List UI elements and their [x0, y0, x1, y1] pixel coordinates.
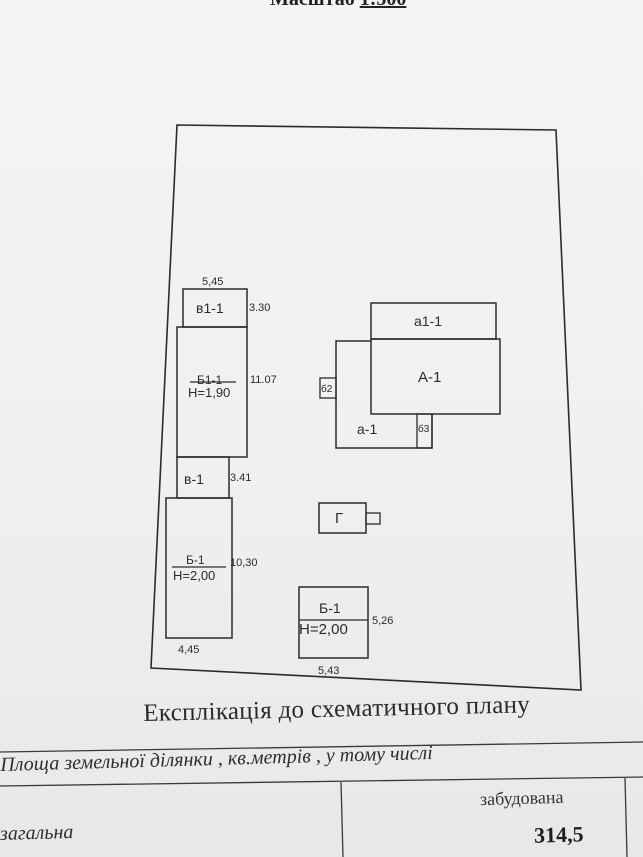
label-B-1-height: Н=2,00: [299, 621, 348, 638]
scale-caption: Масштаб 1:500: [270, 0, 406, 11]
dim-B-width: 5,43: [318, 665, 339, 677]
label-a1-1: а1-1: [414, 313, 442, 329]
table-mid-rule: [0, 776, 643, 787]
built-area-value: 314,5: [533, 821, 584, 848]
dim-B-left-height: 10,30: [230, 557, 258, 569]
scale-prefix: Масштаб: [270, 0, 355, 10]
label-B-1-left-height: Н=2,00: [173, 568, 215, 583]
table-col-rule-1: [340, 781, 344, 857]
label-b2: б2: [321, 383, 333, 395]
dim-B1-height: 11.07: [250, 374, 277, 386]
scale-value: 1:500: [360, 0, 407, 10]
label-b3: б3: [418, 423, 430, 435]
dim-bottom-left-width: 4,45: [178, 644, 199, 656]
label-v1-1: в1-1: [196, 300, 224, 316]
label-B-1-left: Б-1: [186, 553, 205, 567]
table-top-rule: [0, 741, 643, 753]
label-a-1: а-1: [357, 421, 377, 437]
label-G: Г: [335, 510, 343, 527]
label-B1-1: Б1-1: [197, 373, 223, 387]
table-col-rule-2: [624, 777, 628, 857]
dim-top-width: 5,45: [202, 276, 223, 288]
dim-v1-height: 3.30: [249, 302, 270, 314]
column-built-label: забудована: [479, 786, 564, 810]
B-1-outline: [298, 586, 369, 659]
b2-outline: [319, 377, 337, 399]
B-1-left-outline: [165, 497, 233, 639]
label-B1-1-height: Н=1,90: [188, 385, 230, 400]
dim-B-height: 5,26: [372, 615, 393, 627]
label-B-1: Б-1: [319, 600, 341, 616]
A-1-outline: [370, 338, 501, 415]
plot-boundary: [150, 124, 582, 691]
label-A-1: А-1: [418, 369, 441, 386]
dim-v-height: 3.41: [230, 472, 251, 484]
column-total-label: загальна: [0, 820, 74, 846]
b3-outline: [416, 413, 433, 449]
G-annex: [365, 512, 381, 525]
label-v-1: в-1: [184, 471, 204, 487]
